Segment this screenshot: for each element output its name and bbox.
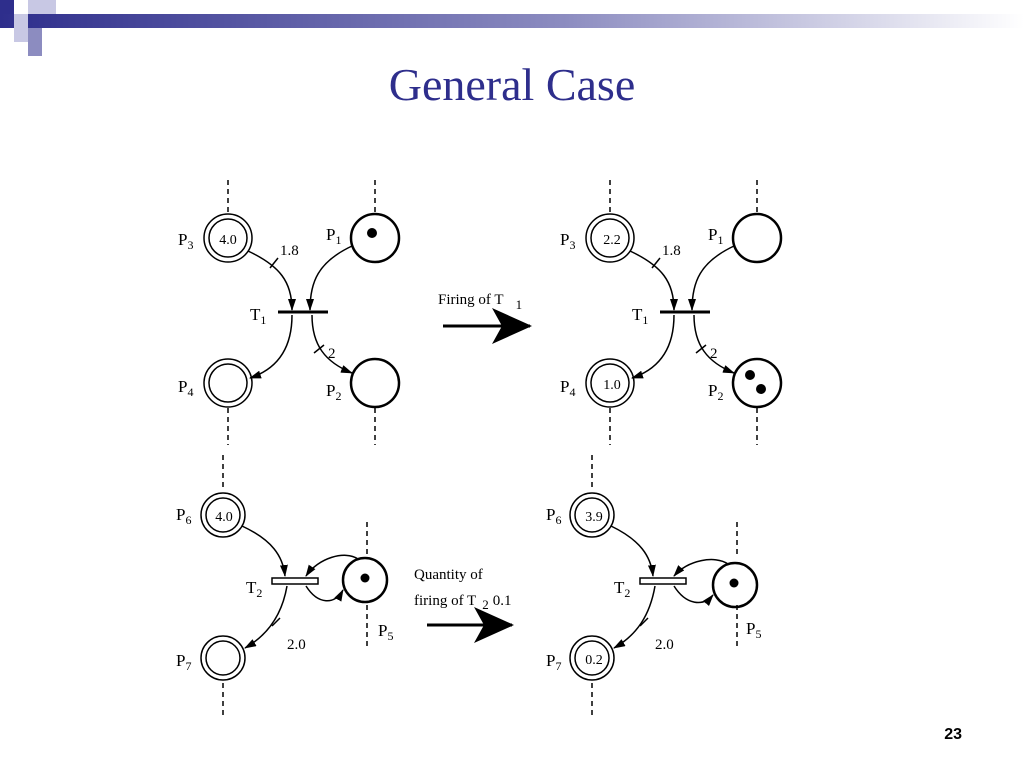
arc-p3-t1	[247, 250, 296, 311]
transition-t2-bar	[639, 577, 687, 585]
arc-p5-t2	[305, 554, 359, 577]
place-p3-continuous	[585, 213, 635, 263]
diagram1-after	[585, 180, 783, 445]
diagram1-before	[203, 180, 401, 445]
label-p2: P2	[326, 381, 341, 403]
slide-title: General Case	[388, 59, 636, 110]
label-p6: P6	[546, 505, 561, 527]
weight-tick	[695, 344, 707, 354]
label-p3: P3	[560, 230, 575, 252]
label-p4: P4	[178, 377, 193, 399]
place-p7-continuous	[569, 635, 615, 681]
place-p7-continuous	[200, 635, 246, 681]
label-t1: T1	[632, 305, 648, 327]
label-p7: P7	[546, 651, 561, 673]
arc-t2-p7	[244, 585, 288, 649]
arc-p6-t2	[241, 525, 288, 577]
value-p6: 4.0	[215, 510, 233, 525]
weight-in: 1.8	[280, 243, 299, 259]
place-p1-discrete	[731, 212, 783, 264]
place-p1-discrete	[349, 212, 401, 264]
value-p7: 0.2	[585, 653, 603, 668]
weight-tick	[639, 617, 649, 627]
label-t2: T2	[246, 578, 262, 600]
weight-out: 2.0	[287, 637, 306, 653]
place-p6-continuous	[200, 492, 246, 538]
place-p6-continuous	[569, 492, 615, 538]
arc-t2-p5	[305, 585, 344, 602]
arc-p5-t2	[673, 558, 729, 577]
label-p6: P6	[176, 505, 191, 527]
arc-t1-p2	[693, 314, 735, 374]
arc-p1-t1	[306, 245, 353, 311]
arc-t1-p4	[631, 314, 675, 379]
arc-t2-p7	[613, 585, 656, 649]
label-p3: P3	[178, 230, 193, 252]
quantity-label-line1: Quantity of	[414, 567, 483, 583]
label-p2: P2	[708, 381, 723, 403]
token	[367, 228, 377, 238]
token	[729, 578, 739, 588]
weight-tick	[269, 257, 279, 269]
label-t2: T2	[614, 578, 630, 600]
arc-t1-p4	[249, 314, 293, 379]
place-p3-continuous	[203, 213, 253, 263]
place-p5-discrete	[711, 561, 759, 609]
weight-out: 2	[328, 346, 336, 362]
place-p4-continuous	[585, 358, 635, 408]
arc-t2-p5	[673, 585, 714, 607]
transition-t2-bar	[271, 577, 319, 585]
place-p2-discrete	[349, 357, 401, 409]
place-p5-discrete	[341, 556, 389, 604]
weight-tick	[271, 617, 281, 627]
diagram2-before	[200, 455, 389, 716]
weight-tick	[313, 344, 325, 354]
token	[745, 370, 755, 380]
place-p4-continuous	[203, 358, 253, 408]
page-number: 23	[944, 726, 962, 743]
value-p3: 4.0	[219, 233, 237, 248]
label-p7: P7	[176, 651, 191, 673]
weight-tick	[651, 257, 661, 269]
corner-decoration	[0, 0, 1024, 56]
value-p6: 3.9	[585, 510, 603, 525]
weight-in: 1.8	[662, 243, 681, 259]
token	[360, 573, 370, 583]
label-p5: P5	[378, 621, 393, 643]
label-p5: P5	[746, 619, 761, 641]
value-p3: 2.2	[603, 233, 621, 248]
label-t1: T1	[250, 305, 266, 327]
arc-t1-p2	[311, 314, 353, 374]
arc-p1-t1	[688, 245, 735, 311]
arc-p6-t2	[610, 525, 656, 577]
weight-out: 2.0	[655, 637, 674, 653]
place-p2-discrete	[731, 357, 783, 409]
arc-p3-t1	[629, 250, 678, 311]
weight-out: 2	[710, 346, 718, 362]
diagram2-after	[569, 455, 759, 716]
token	[756, 384, 766, 394]
label-p4: P4	[560, 377, 575, 399]
label-p1: P1	[326, 225, 341, 247]
value-p4: 1.0	[603, 378, 621, 393]
label-p1: P1	[708, 225, 723, 247]
